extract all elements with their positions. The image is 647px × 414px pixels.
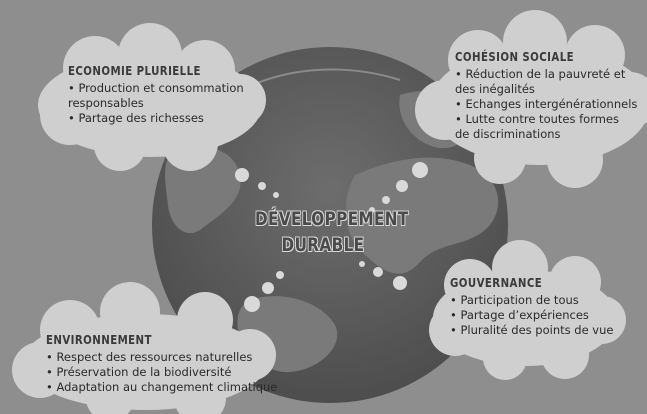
puff [258, 182, 266, 190]
economie-block: Economie plurielle • Production et conso… [68, 64, 248, 126]
puff [235, 168, 249, 182]
environnement-block: Environnement • Respect des ressources n… [46, 333, 278, 395]
cohesion-title: Cohésion sociale [455, 50, 575, 64]
center-title-line1: DÉVELOPPEMENT [255, 208, 409, 230]
environnement-item: • Adaptation au changement climatique [46, 380, 278, 394]
puff [412, 162, 428, 178]
cloud-economie [38, 23, 266, 171]
cloud-environnement [12, 282, 276, 414]
gouvernance-item: • Pluralité des points de vue [450, 323, 614, 337]
puff [359, 261, 365, 267]
environnement-item: • Respect des ressources naturelles [46, 350, 253, 364]
globe-continent [345, 157, 499, 274]
economie-item: • Partage des richesses [68, 111, 204, 125]
cohesion-item: • Lutte contre toutes formes de discrimi… [455, 112, 620, 141]
puff [369, 207, 375, 213]
puff [396, 180, 408, 192]
center-title: DÉVELOPPEMENT DURABLE [255, 206, 409, 258]
puff [276, 271, 284, 279]
gouvernance-block: Gouvernance • Participation de tous • Pa… [450, 276, 630, 338]
puff [373, 267, 383, 277]
connector-puffs [235, 162, 428, 312]
environnement-item: • Préservation de la biodiversité [46, 365, 232, 379]
cloud-cohesion [415, 10, 647, 188]
cohesion-block: Cohésion sociale • Réduction de la pauvr… [455, 50, 638, 142]
environnement-title: Environnement [46, 333, 152, 347]
puff [244, 296, 260, 312]
puff [273, 192, 279, 198]
puff [382, 196, 390, 204]
gouvernance-item: • Partage d’expériences [450, 308, 589, 322]
puff [262, 282, 274, 294]
economie-item: • Production et consommation responsable… [68, 81, 244, 110]
economie-title: Economie plurielle [68, 64, 201, 78]
gouvernance-title: Gouvernance [450, 276, 543, 290]
cloud-gouvernance [429, 240, 626, 380]
cohesion-item: • Echanges intergénérationnels [455, 97, 638, 111]
gouvernance-item: • Participation de tous [450, 293, 579, 307]
cohesion-item: • Réduction de la pauvreté et des inégal… [455, 67, 626, 96]
puff [393, 276, 407, 290]
center-title-line2: DURABLE [281, 234, 365, 256]
